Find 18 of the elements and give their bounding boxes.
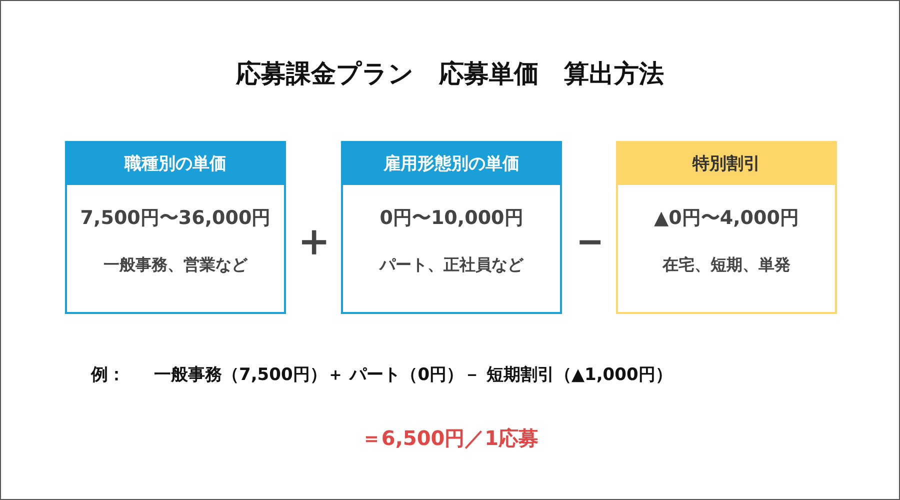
card [65, 141, 286, 314]
title: 応募課金プラン 応募単価 算出方法 [234, 58, 665, 90]
result: ＝6,500円／1応募 [360, 425, 540, 452]
price-range: 7,500円〜36,000円 [79, 206, 272, 231]
card-header: 特別割引 [618, 143, 835, 185]
minus-sign: － [567, 214, 613, 268]
card [341, 141, 562, 314]
examples: 一般事務、営業など [102, 255, 249, 276]
examples: 在宅、短期、単発 [661, 255, 792, 276]
example-formula: 一般事務（7,500円）＋ パート（0円）－ 短期割引（▲1,000円） [154, 364, 672, 386]
card [616, 141, 837, 314]
examples: パート、正社員など [378, 255, 525, 276]
example-label: 例： [91, 364, 125, 386]
card-header: 雇用形態別の単価 [343, 143, 560, 185]
price-range: ▲0円〜4,000円 [653, 206, 800, 231]
price-range: 0円〜10,000円 [378, 206, 524, 231]
card-header: 職種別の単価 [67, 143, 284, 185]
plus-sign: ＋ [291, 214, 337, 268]
